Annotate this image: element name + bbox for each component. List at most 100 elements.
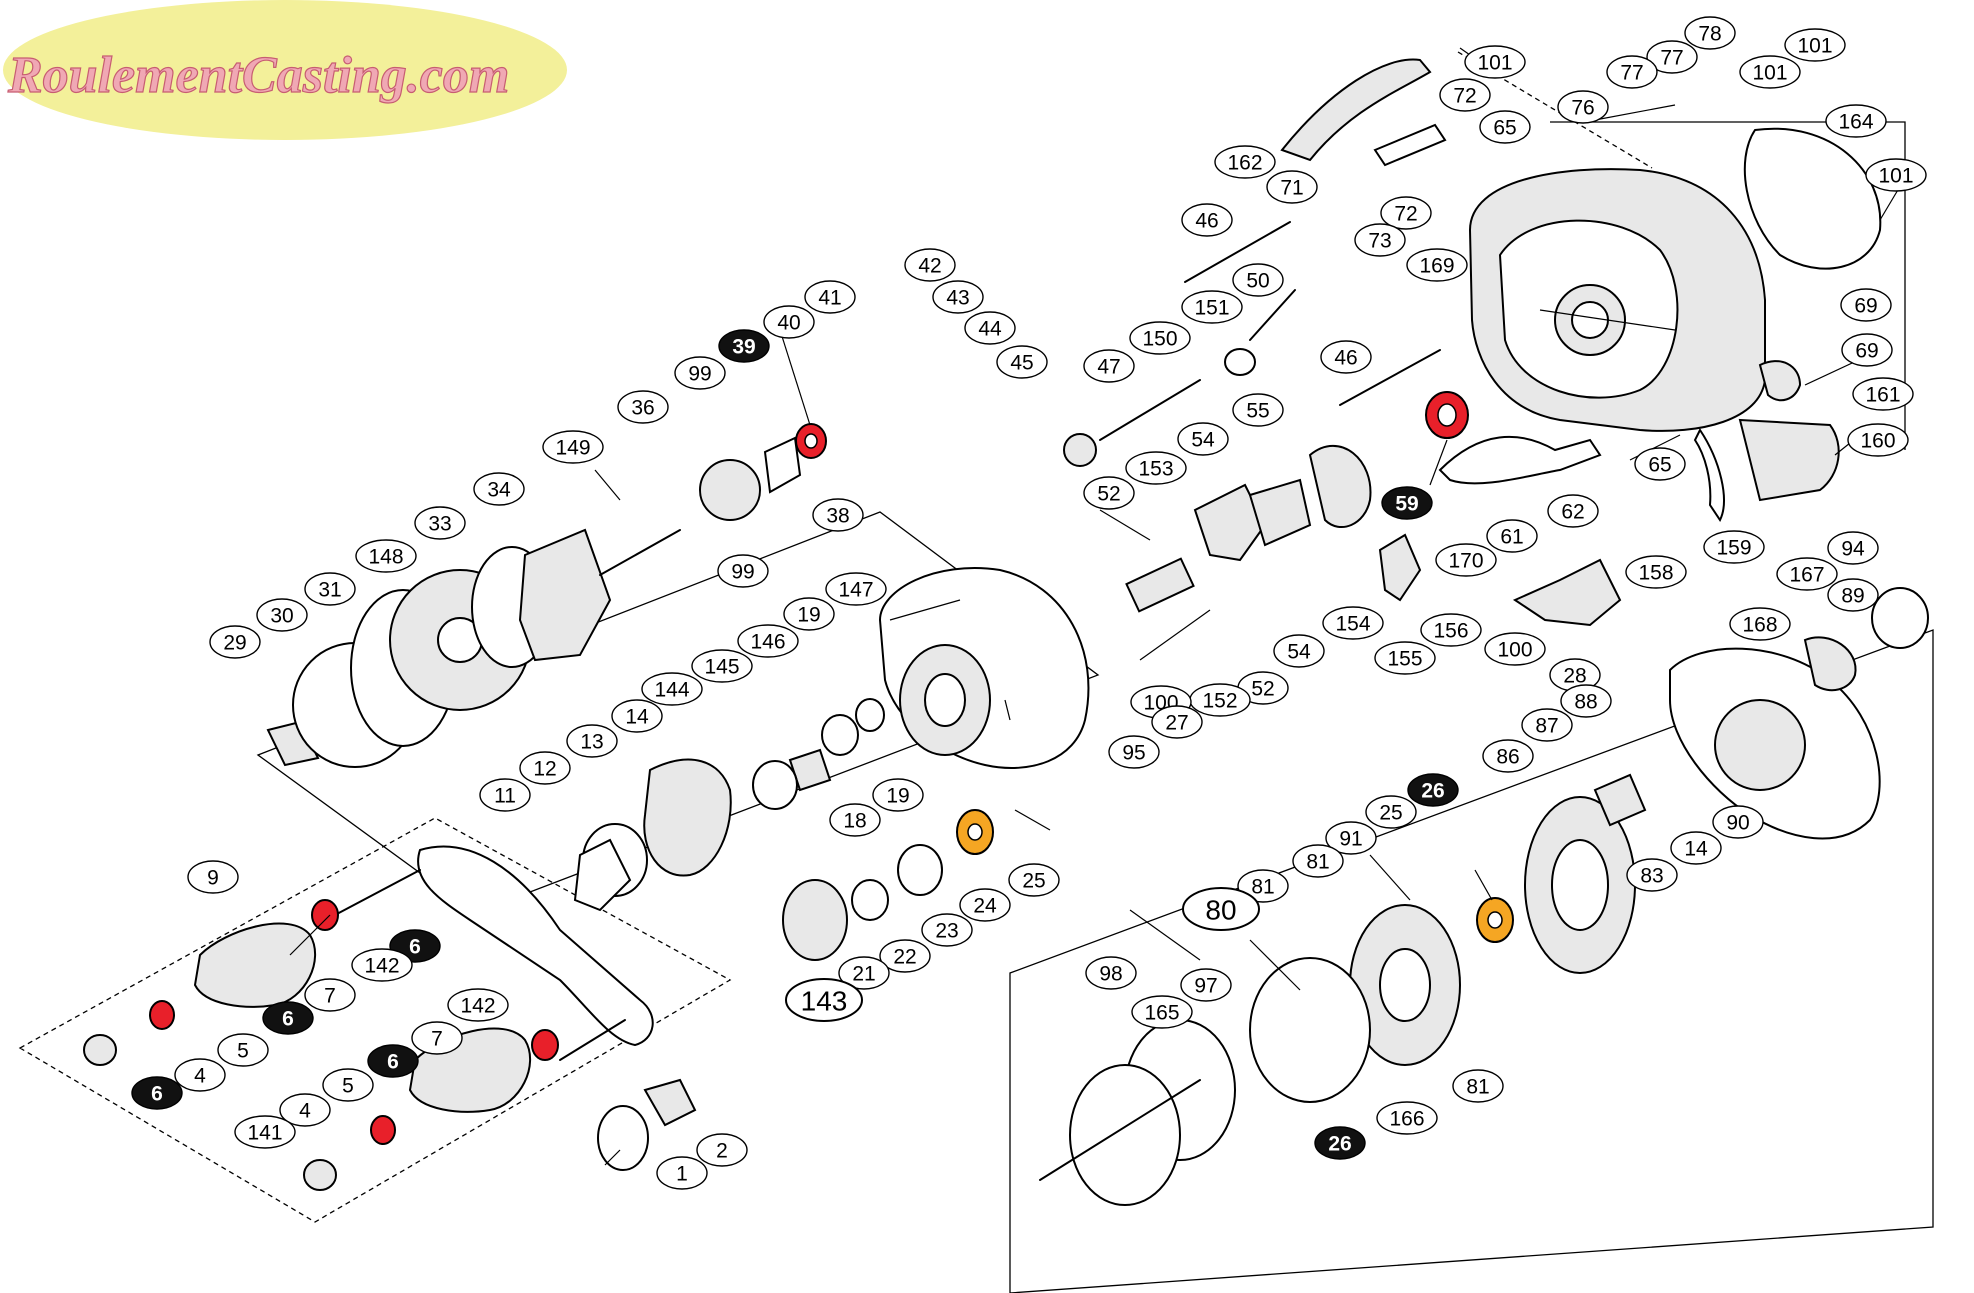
callout-oval: [1484, 632, 1546, 666]
callout-number: 95: [1122, 742, 1145, 765]
callout-oval: [718, 329, 770, 363]
callout-number: 166: [1389, 1108, 1424, 1131]
callout-oval: [1439, 78, 1491, 112]
callout-oval: [322, 1068, 374, 1102]
watermark-text: RoulementCasting.com: [7, 47, 509, 104]
callout-oval: [829, 803, 881, 837]
callout-oval: [1273, 634, 1325, 668]
callout-101: 101: [1739, 55, 1801, 89]
callout-oval: [355, 539, 417, 573]
callout-number: 146: [750, 631, 785, 654]
callout-number: 71: [1280, 177, 1303, 200]
callout-number: 59: [1395, 493, 1418, 516]
callout-number: 87: [1535, 715, 1558, 738]
callout-oval: [1083, 349, 1135, 383]
callout-number: 19: [797, 604, 820, 627]
callout-number: 169: [1419, 255, 1454, 278]
callout-number: 19: [886, 785, 909, 808]
callout-number: 101: [1477, 52, 1512, 75]
callout-oval: [804, 280, 856, 314]
callout-number: 153: [1138, 458, 1173, 481]
callout-number: 6: [387, 1051, 399, 1074]
callout-number: 65: [1648, 454, 1671, 477]
callout-number: 141: [247, 1122, 282, 1145]
callout-number: 34: [487, 479, 511, 502]
callout-number: 44: [978, 318, 1002, 341]
callout-number: 148: [368, 546, 403, 569]
callout-153: 153: [1125, 451, 1187, 485]
callout-94: 94: [1827, 531, 1879, 565]
callout-oval: [1125, 451, 1187, 485]
callout-number: 154: [1335, 613, 1370, 636]
callout-number: 155: [1387, 648, 1422, 671]
callout-oval: [1232, 263, 1284, 297]
callout-oval: [1479, 110, 1531, 144]
callout-oval: [1266, 170, 1318, 204]
callout-73: 73: [1354, 223, 1406, 257]
callout-25: 25: [1008, 863, 1060, 897]
callout-number: 27: [1165, 712, 1188, 735]
callout-29: 29: [209, 625, 261, 659]
callout-oval: [262, 1001, 314, 1035]
callout-oval: [641, 672, 703, 706]
callout-34: 34: [473, 472, 525, 506]
callout-19: 19: [872, 778, 924, 812]
callout-oval: [1083, 476, 1135, 510]
callout-number: 160: [1860, 430, 1895, 453]
callout-number: 69: [1855, 340, 1878, 363]
callout-number: 12: [533, 758, 556, 781]
callout-number: 6: [151, 1083, 163, 1106]
callout-9: 9: [187, 860, 239, 894]
callout-oval: [304, 572, 356, 606]
callout-147: 147: [825, 572, 887, 606]
callout-59: 59: [1381, 486, 1433, 520]
callout-44: 44: [964, 311, 1016, 345]
callout-oval: [1008, 863, 1060, 897]
callout-89: 89: [1827, 578, 1879, 612]
callout-number: 99: [688, 363, 711, 386]
callout-oval: [1703, 530, 1765, 564]
callout-number: 98: [1099, 963, 1122, 986]
callout-oval: [1521, 708, 1573, 742]
callout-oval: [1486, 519, 1538, 553]
callout-number: 2: [716, 1140, 728, 1163]
callout-number: 76: [1571, 97, 1594, 120]
callout-oval: [812, 498, 864, 532]
callout-oval: [279, 1093, 331, 1127]
callout-oval: [737, 624, 799, 658]
callout-oval: [1129, 321, 1191, 355]
callout-168: 168: [1729, 607, 1791, 641]
callout-oval: [1108, 735, 1160, 769]
callout-152: 152: [1189, 683, 1251, 717]
callout-oval: [1322, 606, 1384, 640]
callout-21: 21: [838, 956, 890, 990]
callout-81: 81: [1452, 1069, 1504, 1103]
callout-number: 167: [1789, 564, 1824, 587]
callout-number: 46: [1334, 347, 1357, 370]
callout-oval: [217, 1033, 269, 1067]
callout-number: 101: [1878, 165, 1913, 188]
callout-number: 101: [1752, 62, 1787, 85]
callout-oval: [209, 625, 261, 659]
callout-91: 91: [1325, 821, 1377, 855]
callout-2: 2: [696, 1133, 748, 1167]
callout-5: 5: [217, 1033, 269, 1067]
callout-oval: [1325, 821, 1377, 855]
callout-oval: [1865, 158, 1927, 192]
callout-number: 80: [1205, 895, 1236, 926]
callout-155: 155: [1374, 641, 1436, 675]
callout-23: 23: [921, 913, 973, 947]
callout-61: 61: [1486, 519, 1538, 553]
callout-31: 31: [304, 572, 356, 606]
callout-oval: [1847, 423, 1909, 457]
callout-number: 99: [731, 561, 754, 584]
callout-number: 9: [207, 867, 219, 890]
callout-99: 99: [674, 356, 726, 390]
callout-number: 62: [1561, 501, 1584, 524]
callout-oval: [1354, 223, 1406, 257]
callout-78: 78: [1684, 16, 1736, 50]
callout-number: 144: [654, 679, 689, 702]
callout-62: 62: [1547, 494, 1599, 528]
